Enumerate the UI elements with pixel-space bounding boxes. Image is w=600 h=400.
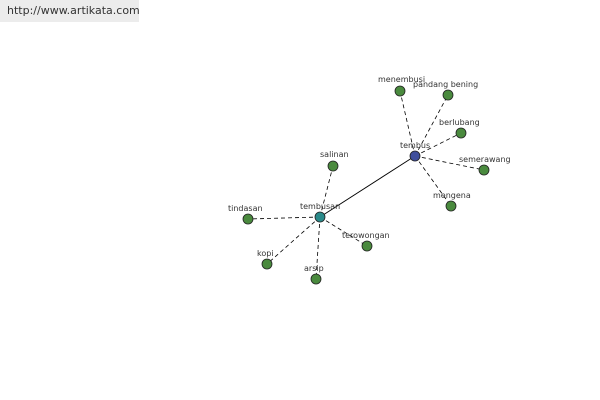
node-label-menembusi[interactable]: menembusi	[378, 75, 425, 84]
node-label-terowongan[interactable]: terowongan	[342, 231, 390, 240]
node-label-pandang-bening[interactable]: pandang bening	[413, 80, 478, 89]
node-kopi[interactable]	[261, 258, 273, 270]
edge-tembus-mengena	[414, 155, 452, 207]
edge-tembus-berlubang	[414, 132, 462, 157]
url-bar: http://www.artikata.com	[0, 0, 140, 22]
edge-tembusan-terowongan	[319, 216, 368, 247]
site-url[interactable]: http://www.artikata.com	[7, 4, 140, 17]
node-semerawang[interactable]	[478, 164, 490, 176]
node-terowongan[interactable]	[361, 240, 373, 252]
graph-edges	[247, 90, 485, 280]
node-label-arsip[interactable]: arsip	[304, 264, 324, 273]
node-arsip[interactable]	[310, 273, 322, 285]
node-tembusan[interactable]	[314, 211, 326, 223]
node-tembus[interactable]	[409, 150, 421, 162]
edge-tembus-tembusan	[319, 155, 416, 218]
node-menembusi[interactable]	[394, 85, 406, 97]
node-pandang-bening[interactable]	[442, 89, 454, 101]
node-label-berlubang[interactable]: berlubang	[439, 118, 480, 127]
node-label-kopi[interactable]: kopi	[257, 249, 274, 258]
node-berlubang[interactable]	[455, 127, 467, 139]
node-label-tembusan[interactable]: tembusan	[300, 202, 340, 211]
node-mengena[interactable]	[445, 200, 457, 212]
edge-tembus-pandang-bening	[414, 94, 449, 157]
node-salinan[interactable]	[327, 160, 339, 172]
node-label-tindasan[interactable]: tindasan	[228, 204, 263, 213]
node-tindasan[interactable]	[242, 213, 254, 225]
edge-tembus-semerawang	[414, 155, 485, 171]
node-label-salinan[interactable]: salinan	[320, 150, 349, 159]
graph-nodes	[242, 85, 490, 285]
node-label-semerawang[interactable]: semerawang	[459, 155, 511, 164]
edge-tembusan-arsip	[315, 216, 321, 280]
node-label-mengena[interactable]: mengena	[433, 191, 471, 200]
edge-tembusan-salinan	[319, 165, 334, 218]
edge-tembusan-tindasan	[247, 216, 321, 220]
node-label-tembus[interactable]: tembus	[400, 141, 430, 150]
edge-tembusan-kopi	[266, 216, 321, 265]
